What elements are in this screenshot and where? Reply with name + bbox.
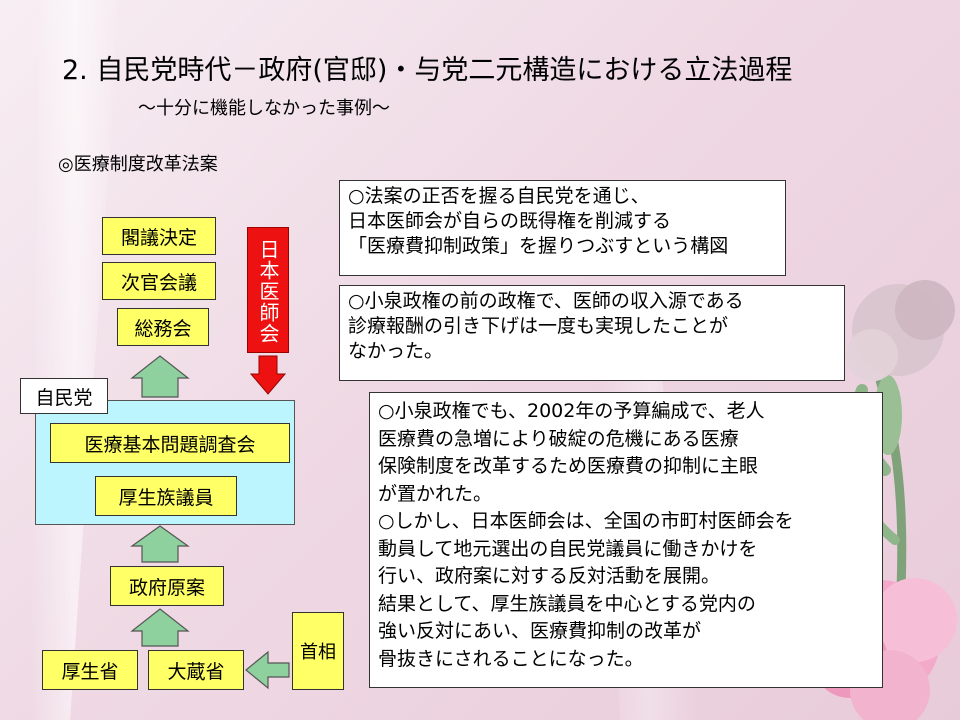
note-line: 医療費の急増により破綻の危機にある医療 xyxy=(378,427,739,450)
section-heading: ◎医療制度改革法案 xyxy=(58,154,218,175)
note-line: ○法案の正否を握る自民党を通じ、 xyxy=(348,185,650,207)
page-title: 2. 自民党時代－政府(官邸)・与党二元構造における立法過程 xyxy=(62,55,793,86)
down-arrow xyxy=(249,355,287,395)
health-zoku-box: 厚生族議員 xyxy=(95,476,237,516)
cabinet-decision-box: 閣議決定 xyxy=(102,217,216,255)
note-line: 保険制度を改革するため医療費の抑制に主眼 xyxy=(378,455,759,477)
note-line: 「医療費抑制政策」を握りつぶすという構図 xyxy=(348,235,729,257)
note-box-1: ○法案の正否を握る自民党を通じ、 日本医師会が自らの既得権を削減する 「医療費抑… xyxy=(339,180,786,276)
up-arrow xyxy=(130,355,190,398)
up-arrow xyxy=(130,525,190,563)
ldp-label: 自民党 xyxy=(20,378,108,414)
note-line: 行い、政府案に対する反対活動を展開。 xyxy=(378,565,721,587)
vice-ministers-box: 次官会議 xyxy=(102,262,216,300)
note-line: 骨抜きにされることになった。 xyxy=(378,647,644,670)
note-line: ○小泉政権の前の政権で、医師の収入源である xyxy=(348,290,744,312)
mhw-box: 厚生省 xyxy=(42,650,138,690)
general-council-box: 総務会 xyxy=(117,308,209,346)
govt-draft-box: 政府原案 xyxy=(110,566,224,606)
note-box-2: ○小泉政権の前の政権で、医師の収入源である 診療報酬の引き下げは一度も実現したこ… xyxy=(339,285,845,381)
up-arrow xyxy=(130,608,190,647)
mof-box: 大蔵省 xyxy=(148,650,244,690)
note-line: 結果として、厚生族議員を中心とする党内の xyxy=(378,592,756,615)
note-line: なかった。 xyxy=(348,340,444,362)
pm-box: 首相 xyxy=(292,612,344,690)
page-subtitle: ～十分に機能しなかった事例～ xyxy=(138,98,390,119)
note-line: が置かれた。 xyxy=(378,482,493,505)
note-line: 診療報酬の引き下げは一度も実現したことが xyxy=(348,315,729,337)
note-line: ○しかし、日本医師会は、全国の市町村医師会を xyxy=(378,510,794,532)
note-line: ○小泉政権でも、2002年の予算編成で、老人 xyxy=(378,400,765,422)
note-line: 強い反対にあい、医療費抑制の改革が xyxy=(378,620,702,642)
note-line: 動員して地元選出の自民党議員に働きかけを xyxy=(378,537,758,560)
medical-committee-box: 医療基本問題調査会 xyxy=(50,423,290,463)
jma-box: 日本医師会 xyxy=(247,227,289,353)
note-line: 日本医師会が自らの既得権を削減する xyxy=(348,210,672,232)
note-box-3: ○小泉政権でも、2002年の予算編成で、老人 医療費の急増により破綻の危機にある… xyxy=(369,392,883,688)
left-arrow xyxy=(245,650,290,690)
